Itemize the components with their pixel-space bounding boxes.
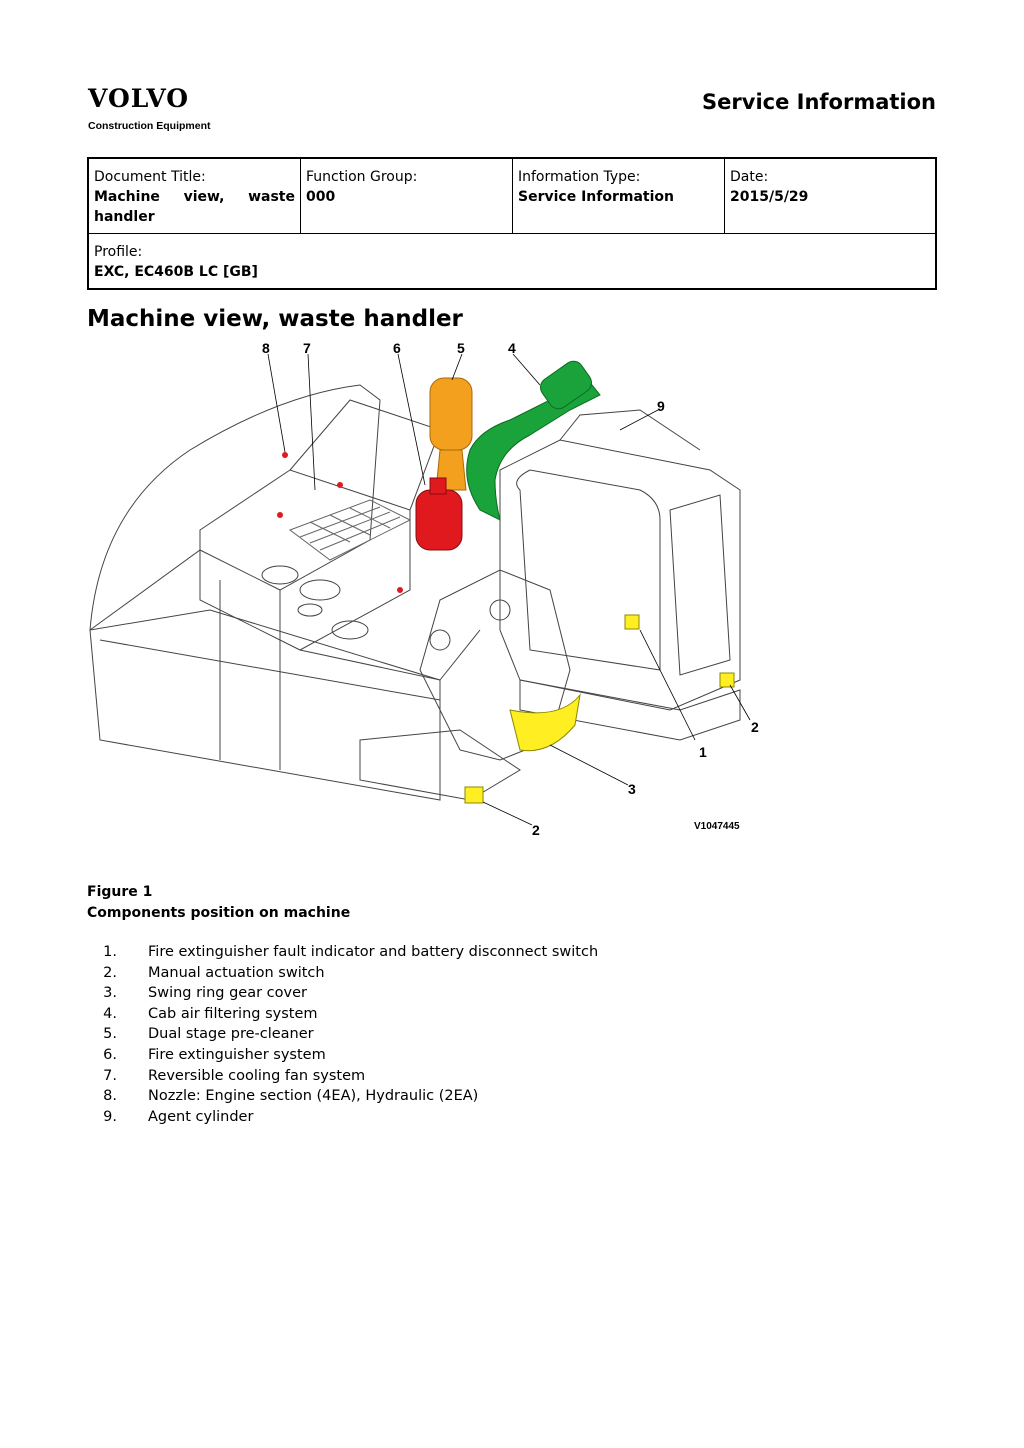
info-type-label: Information Type: xyxy=(518,169,641,185)
radiator-grid xyxy=(288,499,412,561)
boom-foot-outline xyxy=(419,569,571,761)
callout-leaders xyxy=(267,353,751,826)
fault-indicator-panel xyxy=(624,614,640,630)
swing-ring-gear-cover xyxy=(509,693,581,752)
profile-label: Profile: xyxy=(94,244,143,260)
legend-text: Reversible cooling fan system xyxy=(148,1067,366,1084)
profile-value: EXC, EC460B LC [GB] xyxy=(94,264,258,280)
brand-subtitle: Construction Equipment xyxy=(88,120,211,132)
legend-text: Manual actuation switch xyxy=(148,964,325,981)
profile-cell: Profile: EXC, EC460B LC [GB] xyxy=(87,233,937,290)
legend-item: 2. Manual actuation switch xyxy=(87,963,598,984)
doc-title-value: Machine view, waste handler xyxy=(94,189,295,225)
engine-bay-outline xyxy=(199,469,411,651)
legend-item: 1. Fire extinguisher fault indicator and … xyxy=(87,942,598,963)
doc-title-label: Document Title: xyxy=(94,169,206,185)
legend-item: 7. Reversible cooling fan system xyxy=(87,1066,598,1087)
callout-8: 8 xyxy=(262,340,270,356)
callout-2-right: 2 xyxy=(751,719,759,735)
callout-3: 3 xyxy=(628,781,636,797)
callout-6: 6 xyxy=(393,340,401,356)
component-legend: 1. Fire extinguisher fault indicator and … xyxy=(87,942,598,1127)
callout-9: 9 xyxy=(657,398,665,414)
function-group-cell: Function Group: 000 xyxy=(300,157,513,234)
callout-4: 4 xyxy=(508,340,516,356)
cab-outline xyxy=(499,439,741,711)
machine-diagram: 8 7 6 5 4 9 2 1 3 2 V1047445 xyxy=(89,340,759,838)
legend-text: Fire extinguisher system xyxy=(148,1046,326,1063)
legend-item: 9. Agent cylinder xyxy=(87,1107,598,1128)
function-group-label: Function Group: xyxy=(306,169,418,185)
legend-text: Agent cylinder xyxy=(148,1108,254,1125)
rear-body-outline xyxy=(89,609,441,801)
brand-wordmark: VOLVO xyxy=(88,84,190,113)
info-type-value: Service Information xyxy=(518,189,674,205)
function-group-value: 000 xyxy=(306,189,336,205)
fire-extinguisher-cylinder xyxy=(415,489,463,551)
legend-number: 1. xyxy=(103,944,117,960)
date-value: 2015/5/29 xyxy=(730,189,809,205)
figure-label: Figure 1 xyxy=(87,884,153,900)
legend-number: 3. xyxy=(103,985,117,1002)
legend-item: 5. Dual stage pre-cleaner xyxy=(87,1024,598,1045)
cab-air-filter-canister xyxy=(540,360,592,410)
figure-caption: Figure 1 Components position on machine xyxy=(87,882,350,924)
manual-actuation-switch-left xyxy=(464,786,484,804)
cab-door-outline xyxy=(516,469,661,671)
legend-item: 4. Cab air filtering system xyxy=(87,1004,598,1025)
legend-text: Nozzle: Engine section (4EA), Hydraulic … xyxy=(148,1088,479,1105)
legend-item: 8. Nozzle: Engine section (4EA), Hydrauli… xyxy=(87,1086,598,1107)
legend-text: Cab air filtering system xyxy=(148,1005,318,1022)
legend-number: 9. xyxy=(103,1108,117,1125)
dual-stage-pre-cleaner xyxy=(429,377,473,451)
legend-text: Fire extinguisher fault indicator and ba… xyxy=(148,944,599,960)
manual-actuation-switch-right xyxy=(719,672,735,688)
callout-5: 5 xyxy=(457,340,465,356)
legend-number: 8. xyxy=(103,1088,117,1105)
nozzle-markers xyxy=(277,452,403,593)
date-label: Date: xyxy=(730,169,769,185)
figure-title: Components position on machine xyxy=(87,905,351,921)
legend-number: 5. xyxy=(103,1026,117,1043)
legend-number: 2. xyxy=(103,964,117,981)
legend-text: Dual stage pre-cleaner xyxy=(148,1026,314,1043)
legend-number: 7. xyxy=(103,1067,117,1084)
legend-number: 4. xyxy=(103,1005,117,1022)
page-title: Machine view, waste handler xyxy=(87,306,463,332)
callout-7: 7 xyxy=(303,340,311,356)
date-cell: Date: 2015/5/29 xyxy=(724,157,937,234)
callout-1: 1 xyxy=(699,744,707,760)
callout-2-left: 2 xyxy=(532,822,540,838)
legend-item: 3. Swing ring gear cover xyxy=(87,983,598,1004)
legend-item: 6. Fire extinguisher system xyxy=(87,1045,598,1066)
info-type-cell: Information Type: Service Information xyxy=(512,157,725,234)
step-outline xyxy=(359,729,521,801)
legend-text: Swing ring gear cover xyxy=(148,985,307,1002)
figure-image-id: V1047445 xyxy=(694,821,740,832)
document-metadata-table: Document Title: Machine view, waste hand… xyxy=(87,157,937,290)
doc-title-cell: Document Title: Machine view, waste hand… xyxy=(87,157,301,234)
document-type-heading: Service Information xyxy=(702,90,936,114)
volvo-logo: VOLVO Construction Equipment xyxy=(88,84,228,133)
counterweight-outline xyxy=(89,384,381,632)
legend-number: 6. xyxy=(103,1046,117,1063)
